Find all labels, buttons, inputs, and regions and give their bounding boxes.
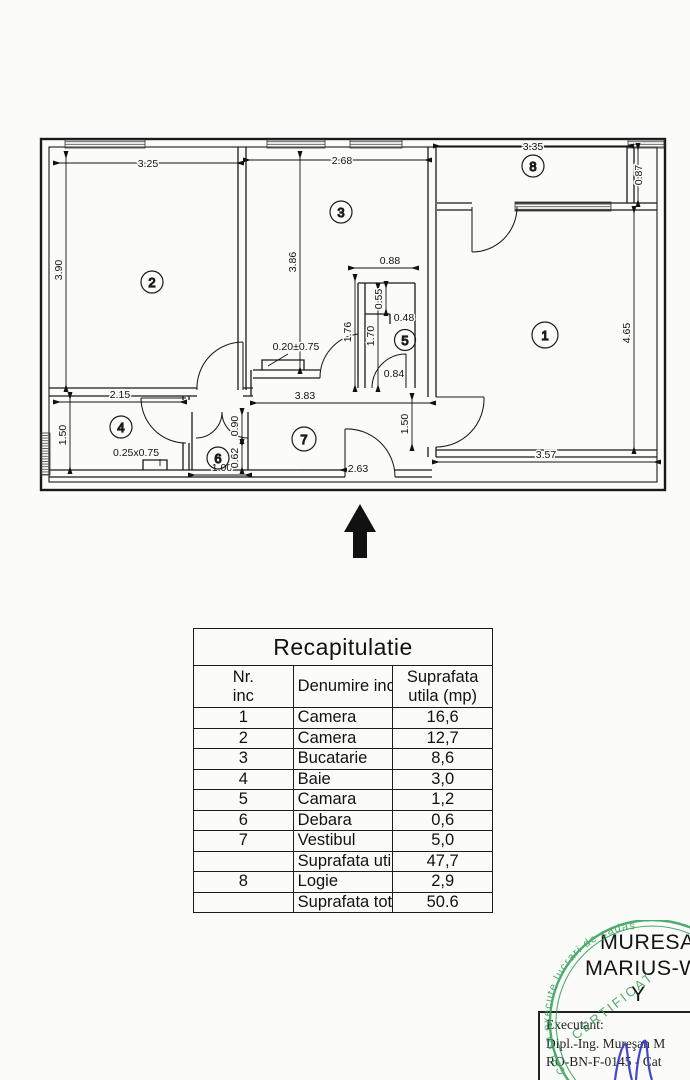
dim-label: 0.25x0.75 — [113, 447, 159, 459]
dim-label: 1.70 — [365, 326, 377, 347]
table-header-row: Nr.inc Denumire incapere Suprafatautila … — [193, 665, 493, 708]
dim-label: 0.88 — [380, 255, 401, 267]
window-hatches — [40, 139, 665, 476]
executant-label: Executant: — [546, 1017, 604, 1032]
room-number: 3 — [337, 205, 344, 220]
col-header-nr: Nr. — [232, 668, 254, 687]
room-number: 6 — [214, 451, 221, 466]
dim-label: 2.15 — [110, 389, 131, 401]
floor-plan-drawing: 3.25 2.68 3.35 0.88 2.15 3.83 1.00 3.57 … — [39, 137, 667, 558]
surveyor-name-line3: Y — [631, 982, 646, 1006]
dim-label: 0.87 — [633, 165, 645, 186]
recap-table: Recapitulatie Nr.inc Denumire incapere S… — [193, 628, 493, 913]
outer-walls — [39, 137, 667, 492]
room-number: 7 — [300, 432, 307, 447]
dim-label: 3.86 — [287, 252, 299, 273]
dim-label: 0.90 — [229, 416, 241, 437]
dim-label: 2.63 — [348, 463, 369, 475]
interior-walls — [49, 147, 657, 478]
dim-label: 1.50 — [57, 425, 69, 446]
dim-label: 4.65 — [621, 323, 633, 344]
north-arrow-icon — [344, 504, 376, 558]
table-title: Recapitulatie — [193, 628, 493, 666]
dim-label: 0.20±0.75 — [273, 341, 320, 353]
dim-label: 0.84 — [384, 368, 405, 380]
room-number: 1 — [541, 328, 548, 343]
dim-label: 3.90 — [53, 260, 65, 281]
dim-label: 3.25 — [138, 158, 159, 170]
dim-label: 3.57 — [536, 449, 557, 461]
room-number: 4 — [117, 420, 124, 435]
surveyor-name-line1: MURESAN — [600, 930, 690, 954]
dim-label: 3.83 — [295, 390, 316, 402]
executant-license: RO-BN-F-0145 - Cat — [546, 1054, 662, 1070]
door-arcs — [140, 206, 518, 478]
dimension-lines — [52, 142, 662, 478]
table-row-subtotal: Suprafata utila47,7 — [193, 850, 493, 872]
dim-label: 2.68 — [332, 155, 353, 167]
room-number: 2 — [148, 275, 155, 290]
dim-label: 0.55 — [373, 289, 385, 310]
dim-label: 1.76 — [342, 322, 354, 343]
col-header-name: Denumire incapere — [292, 665, 394, 708]
dim-label: 1.50 — [399, 414, 411, 435]
dim-label: 0.48 — [394, 312, 415, 324]
dim-label: 0.62 — [229, 448, 241, 469]
executant-name: Dipl.-Ing. Mureşan M — [546, 1035, 666, 1051]
room-number-labels: 1 2 3 4 5 6 7 8 — [109, 154, 559, 470]
dim-label: 3.35 — [523, 141, 544, 153]
surveyor-name-line2: MARIUS-WI — [585, 956, 690, 980]
col-header-area: Suprafata — [406, 668, 479, 687]
dimension-labels: 3.25 2.68 3.35 0.88 2.15 3.83 1.00 3.57 … — [52, 140, 647, 477]
table-row-total: Suprafata totala50.6 — [193, 891, 493, 913]
room-number: 5 — [401, 333, 408, 348]
executant-box: Executant: Dipl.-Ing. Mureşan M RO-BN-F-… — [538, 1011, 690, 1080]
room-number: 8 — [529, 159, 536, 174]
